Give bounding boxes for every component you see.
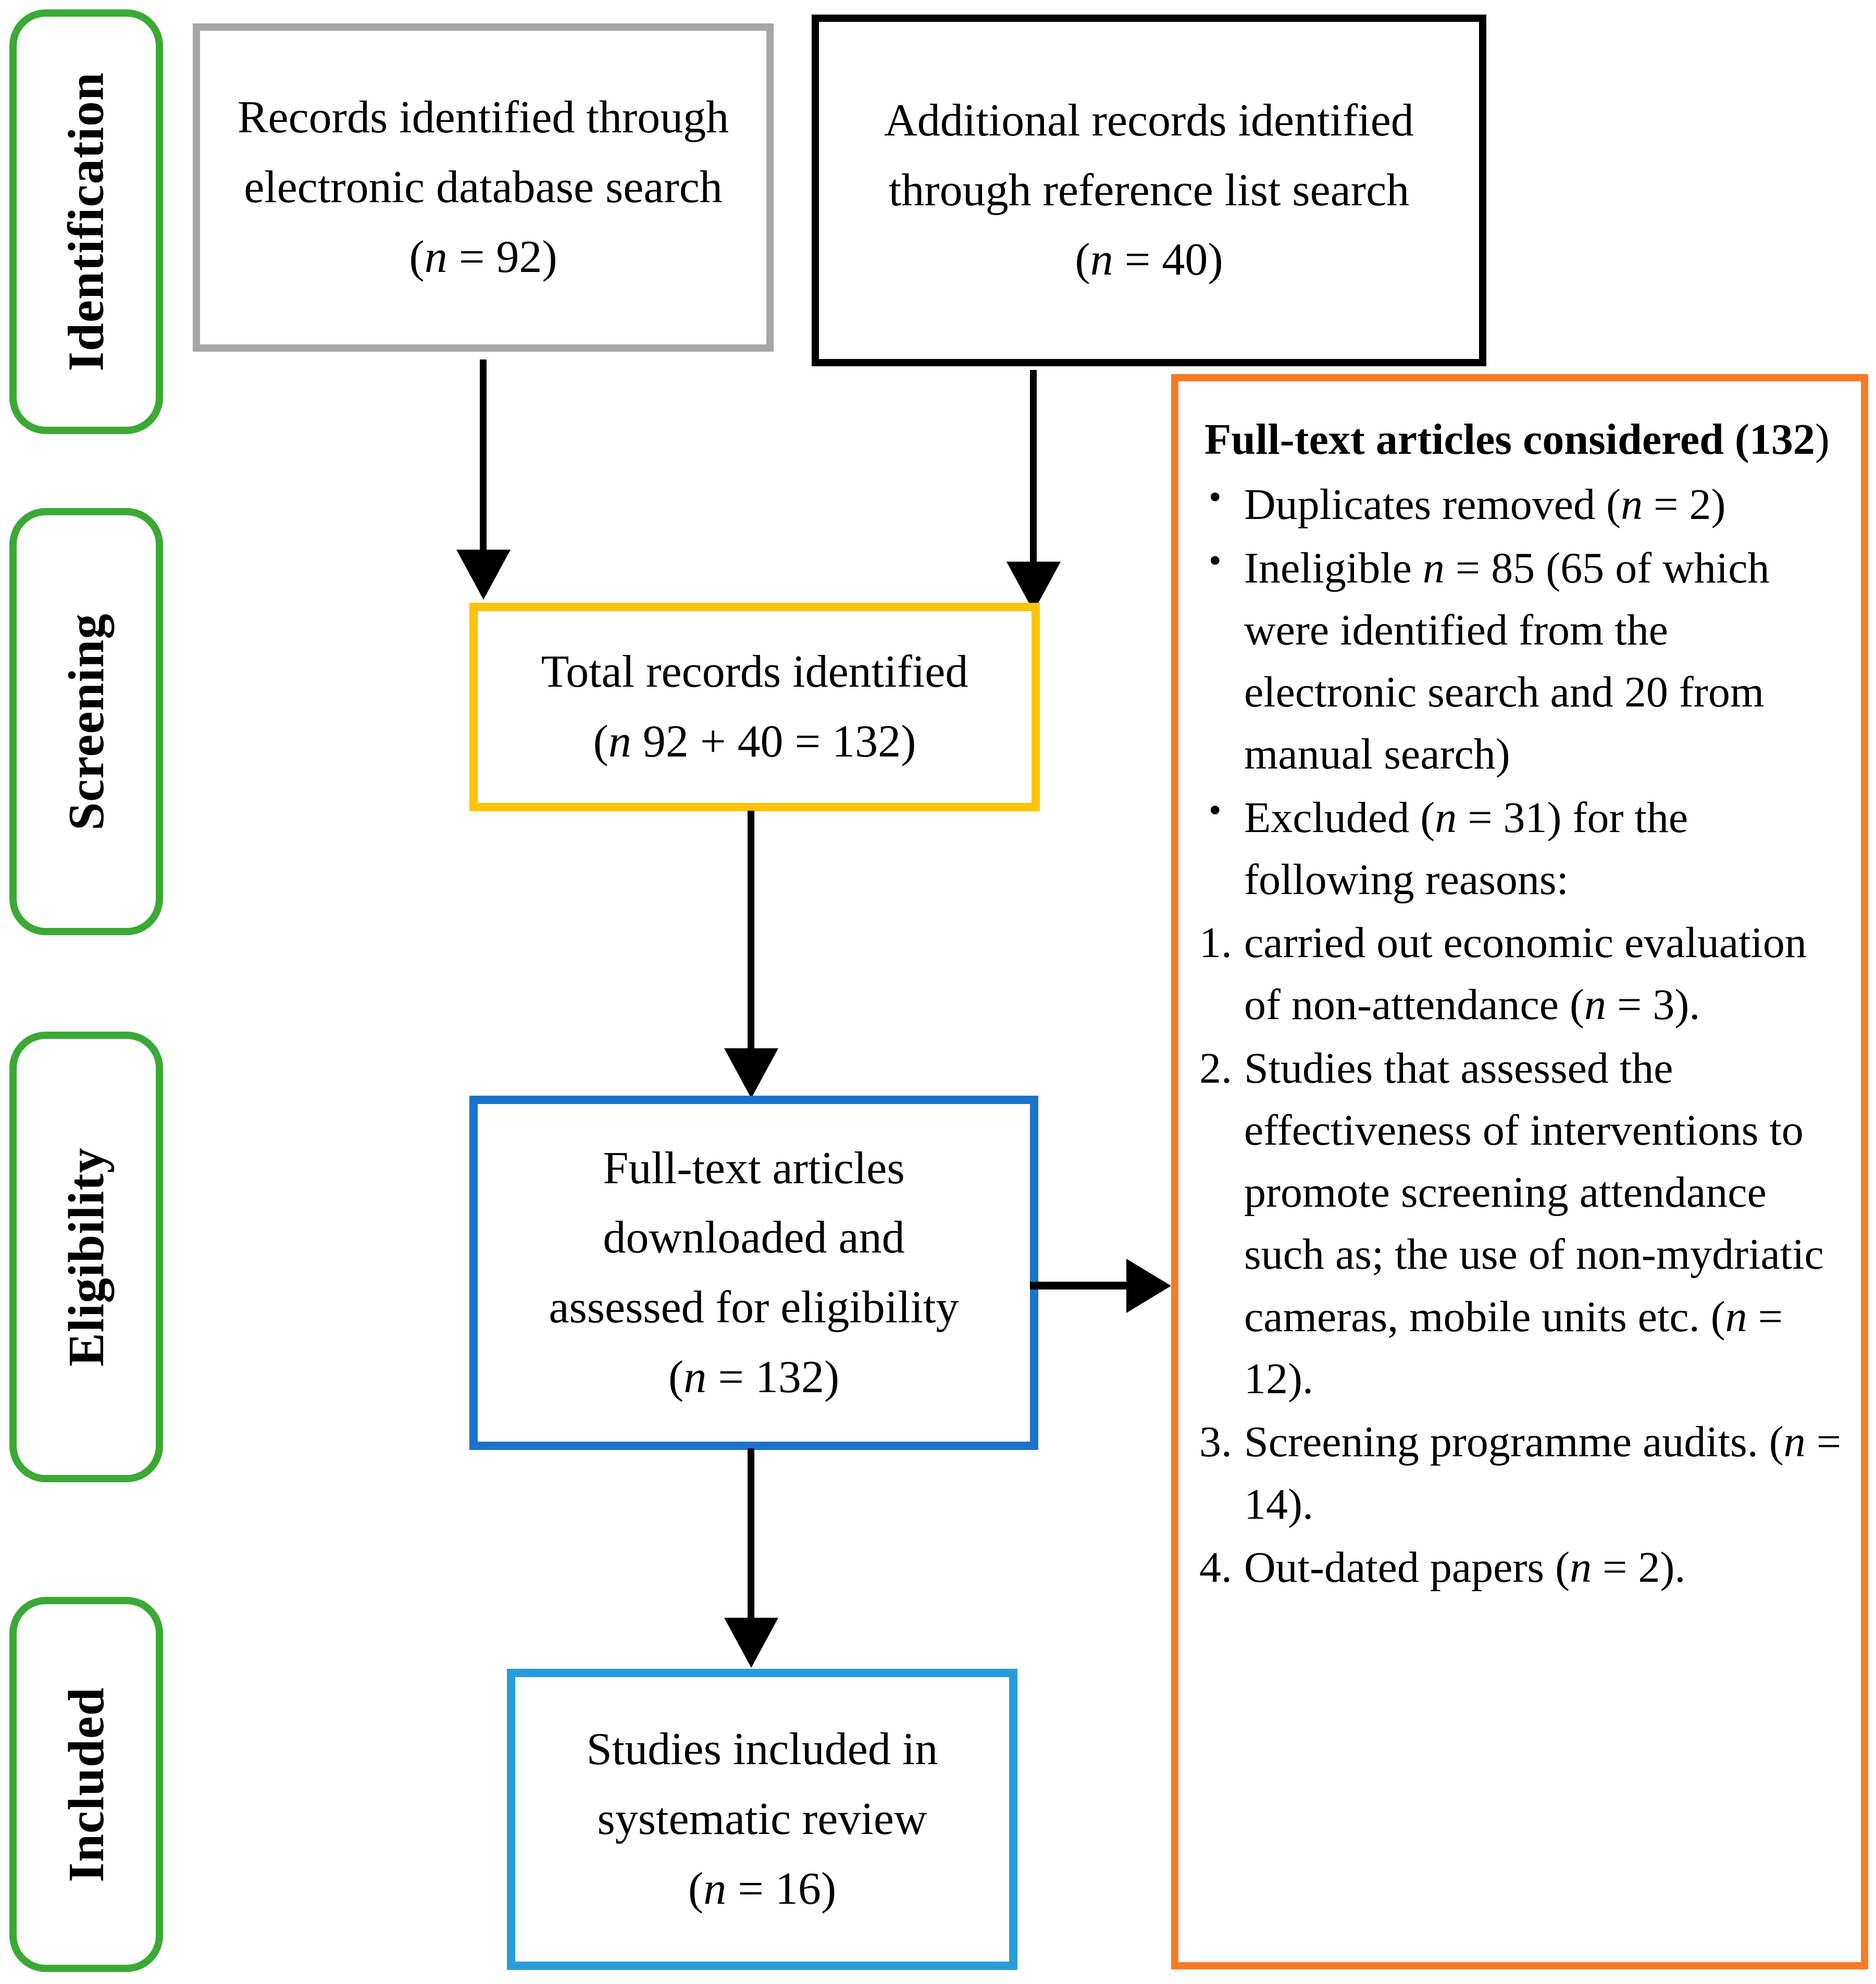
fulltext-line-3: assessed for eligibility — [549, 1282, 959, 1333]
connector-total-to-fulltext — [748, 811, 754, 1053]
ref-count: (n = 40) — [1075, 234, 1223, 286]
db-count: (n = 92) — [409, 231, 557, 282]
box-additional-records-reference: Additional records identified through re… — [812, 15, 1486, 366]
panel-fulltext-exclusions: Full-text articles considered (132) Dupl… — [1171, 374, 1868, 1969]
box-records-identified-database: Records identified through electronic da… — [193, 23, 774, 352]
connector-db-to-total — [480, 359, 487, 555]
db-line-2: electronic database search — [244, 162, 723, 213]
arrowhead-fulltext-to-included — [724, 1618, 778, 1668]
exclusion-panel-heading: Full-text articles considered (132) — [1196, 408, 1843, 470]
arrowhead-total-to-fulltext — [724, 1048, 778, 1098]
connector-fulltext-to-included — [748, 1448, 754, 1620]
exclusion-reason-3: Screening programme audits. (n = 14). — [1199, 1411, 1842, 1529]
ref-line-2: through reference list search — [888, 165, 1410, 216]
total-line-1: Total records identified — [541, 647, 968, 698]
exclusion-bullet-0: Duplicates removed (n = 2) — [1196, 472, 1843, 536]
stage-pill-eligibility: Eligibility — [9, 1032, 163, 1482]
fulltext-count: (n = 132) — [668, 1351, 840, 1403]
db-line-1: Records identified through — [237, 92, 729, 143]
included-count: (n = 16) — [688, 1863, 837, 1914]
stage-pill-screening: Screening — [9, 508, 163, 935]
exclusion-bullet-list: Duplicates removed (n = 2)Ineligible n =… — [1196, 472, 1843, 911]
exclusion-heading-count: (132 — [1734, 415, 1815, 464]
arrowhead-db-to-total — [456, 550, 511, 600]
box-fulltext-downloaded-assessed: Full-text articles downloaded and assess… — [469, 1096, 1038, 1450]
exclusion-reason-list: carried out economic evaluation of non-a… — [1196, 912, 1843, 1598]
stage-label-eligibility: Eligibility — [58, 1147, 114, 1367]
included-line-1: Studies included in — [586, 1724, 938, 1775]
exclusion-reason-2: Studies that assessed the effectiveness … — [1199, 1037, 1824, 1403]
exclusion-reason-1: carried out economic evaluation of non-a… — [1199, 912, 1807, 1030]
exclusion-bullet-2: Excluded (n = 31) for the following reas… — [1196, 785, 1843, 911]
ref-line-1: Additional records identified — [884, 95, 1414, 146]
box-total-records-identified: Total records identified (n 92 + 40 = 13… — [469, 603, 1040, 811]
connector-ref-to-total — [1030, 370, 1037, 567]
connector-fulltext-to-exclusions — [1030, 1282, 1134, 1289]
stage-pill-included: Included — [9, 1597, 163, 1972]
arrowhead-fulltext-to-exclusions — [1126, 1259, 1171, 1313]
stage-label-screening: Screening — [58, 613, 115, 830]
exclusion-reason-4: Out-dated papers (n = 2). — [1199, 1536, 1686, 1599]
stage-label-identification: Identification — [58, 72, 115, 371]
total-count: (n 92 + 40 = 132) — [593, 716, 916, 767]
exclusion-bullet-1: Ineligible n = 85 (65 of which were iden… — [1196, 535, 1843, 786]
fulltext-line-2: downloaded and — [603, 1212, 905, 1263]
box-studies-included: Studies included in systematic review (n… — [507, 1669, 1017, 1970]
fulltext-line-1: Full-text articles — [603, 1143, 905, 1194]
exclusion-heading-text: Full-text articles considered — [1204, 415, 1724, 464]
stage-label-included: Included — [58, 1687, 114, 1882]
stage-pill-identification: Identification — [9, 9, 163, 434]
included-line-2: systematic review — [597, 1794, 927, 1845]
exclusion-heading-tail: ) — [1815, 415, 1830, 464]
